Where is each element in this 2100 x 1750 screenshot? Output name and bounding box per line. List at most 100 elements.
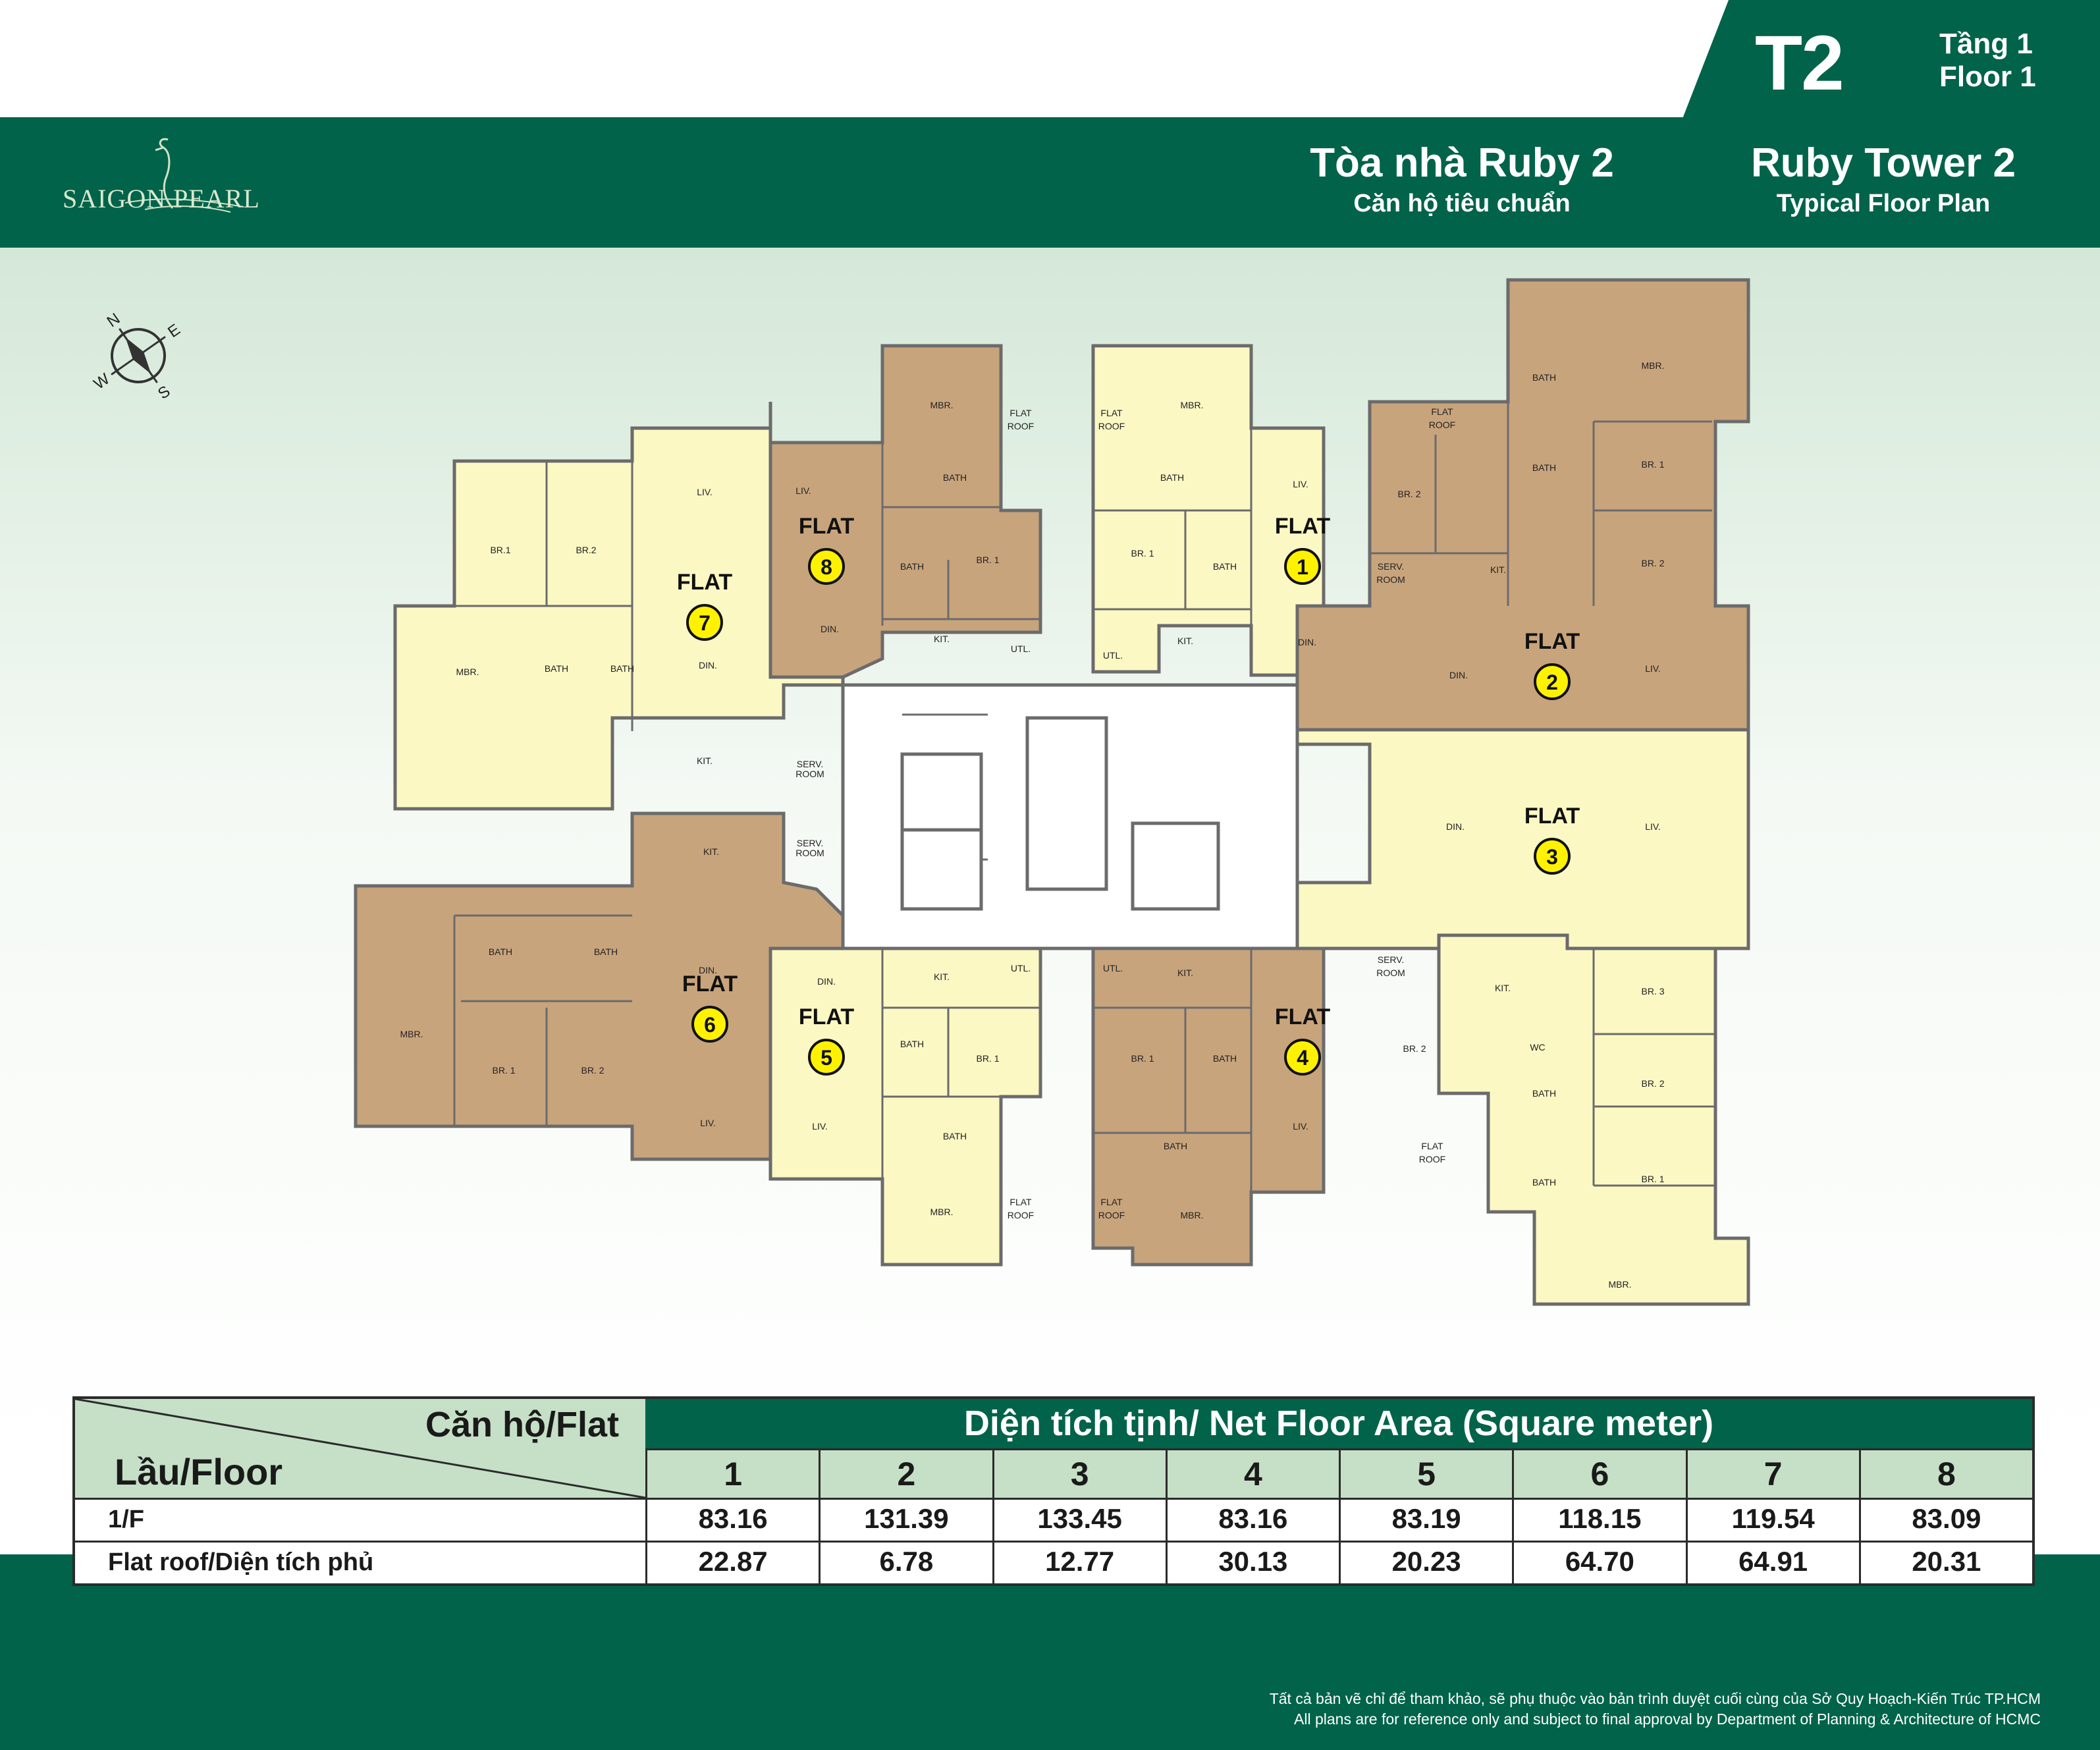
corner-flat-label: Căn hộ/Flat — [425, 1405, 619, 1444]
flat-number-header: 2 — [819, 1448, 992, 1498]
tower-code: T2 — [1755, 20, 1844, 107]
flat-word: FLAT — [1275, 1004, 1331, 1029]
table-cell: 20.31 — [1858, 1541, 2032, 1583]
table-cell: 12.77 — [992, 1541, 1166, 1583]
table-cell: 83.19 — [1339, 1498, 1512, 1541]
flat-word: FLAT — [677, 570, 733, 595]
flat-word: FLAT — [1275, 514, 1331, 539]
flat-number-badge — [1284, 548, 1321, 585]
flat-number: 3 — [1546, 845, 1558, 869]
table-cell: 83.16 — [645, 1498, 819, 1541]
table-cell: 83.09 — [1858, 1498, 2032, 1541]
room-label: BATH — [489, 946, 512, 957]
saigon-pearl-logo — [124, 138, 244, 213]
room-label: BATH — [900, 1039, 924, 1049]
tower-code-tab — [1683, 0, 2100, 119]
room-label: BR. 1 — [492, 1065, 515, 1076]
flat-8 — [768, 344, 1042, 679]
compass-e: E — [165, 321, 184, 341]
room-label: SERV. — [797, 838, 823, 848]
room-label: UTL. — [1103, 963, 1123, 973]
table-cell: 83.16 — [1165, 1498, 1339, 1541]
room-label: BATH — [943, 1131, 967, 1141]
flat-word: FLAT — [682, 971, 738, 997]
table-divider — [75, 1498, 2032, 1500]
logo-text: SAIGON PEARL — [63, 184, 260, 213]
room-label: BR. 3 — [1641, 986, 1664, 997]
room-label: UTL. — [1011, 643, 1031, 654]
room-label: KIT. — [934, 634, 950, 644]
room-label: LIV. — [1293, 1121, 1308, 1132]
room-label: BATH — [1532, 1177, 1556, 1188]
room-label: BATH — [1213, 1053, 1237, 1064]
room-label: ROOM — [795, 769, 824, 779]
table-cell: 118.15 — [1512, 1498, 1685, 1541]
room-label: DIN. — [699, 965, 717, 975]
compass-n: N — [104, 310, 124, 331]
flat-number: 1 — [1297, 555, 1308, 579]
room-label: DIN. — [821, 624, 839, 634]
floor-label-en: Floor 1 — [1939, 61, 2036, 93]
flat-number-header: 5 — [1339, 1448, 1513, 1498]
room-label: ROOM — [1376, 574, 1405, 585]
flat-number-header: 4 — [1165, 1448, 1339, 1498]
flat-2 — [1295, 278, 1750, 732]
flat-number-badge — [1534, 663, 1571, 700]
room-label: BR. 2 — [1403, 1043, 1426, 1054]
room-label: KIT. — [703, 846, 719, 857]
building-subtitle-en: Typical Floor Plan — [1776, 190, 1991, 217]
room-label: BR. 1 — [1641, 1174, 1664, 1184]
table-cell: 22.87 — [645, 1541, 819, 1583]
table-cell: 64.70 — [1512, 1541, 1685, 1583]
room-label: ROOF — [1008, 1210, 1034, 1220]
room-label: WC — [1530, 1042, 1545, 1053]
flat-3 — [1295, 728, 1750, 950]
table-row-label: 1/F — [108, 1506, 144, 1533]
room-label: FLAT — [1010, 408, 1032, 418]
header-bar — [0, 117, 2100, 248]
elevator — [900, 752, 983, 835]
room-label: ROOF — [1429, 420, 1455, 430]
room-label: LIV. — [697, 487, 713, 497]
table-cell: 6.78 — [819, 1541, 992, 1583]
flat-word: FLAT — [799, 514, 855, 539]
flat-word: FLAT — [799, 1004, 855, 1029]
room-label: BATH — [545, 663, 568, 674]
room-label: LIV. — [812, 1121, 828, 1132]
room-label: MBR. — [930, 400, 954, 410]
table-cell: 64.91 — [1685, 1541, 1859, 1583]
room-label: BATH — [1532, 462, 1556, 473]
room-label: DIN. — [1449, 670, 1468, 680]
room-label: BR. 1 — [1131, 1053, 1154, 1064]
flat-marker-1[interactable]: FLAT 1 — [1275, 514, 1331, 585]
room-label: SERV. — [797, 759, 823, 769]
room-label: FLAT — [1010, 1197, 1032, 1207]
room-label: KIT. — [934, 971, 950, 982]
room-label: MBR. — [1181, 1210, 1204, 1220]
flat-word: FLAT — [1524, 629, 1580, 654]
room-label: BR. 1 — [1641, 459, 1664, 470]
flat-number: 8 — [821, 555, 832, 579]
room-label: LIV. — [795, 485, 811, 496]
room-label: KIT. — [1490, 564, 1506, 575]
compass-s: S — [155, 382, 174, 402]
stair — [1025, 716, 1108, 891]
plan-shapes — [354, 278, 1750, 1306]
room-label: BR. 2 — [1641, 1078, 1664, 1089]
room-label: MBR. — [1609, 1279, 1632, 1290]
room-label: FLAT — [1431, 406, 1453, 417]
building-subtitle-vi: Căn hộ tiêu chuẩn — [1353, 190, 1571, 217]
room-label: SERV. — [1378, 561, 1404, 572]
flat-marker-8[interactable]: FLAT 8 — [799, 514, 855, 585]
room-label: BR. 2 — [1397, 489, 1420, 499]
room-label: BR.2 — [576, 545, 596, 555]
room-label: BR. 1 — [976, 555, 999, 565]
room-label: ROOM — [795, 848, 824, 858]
